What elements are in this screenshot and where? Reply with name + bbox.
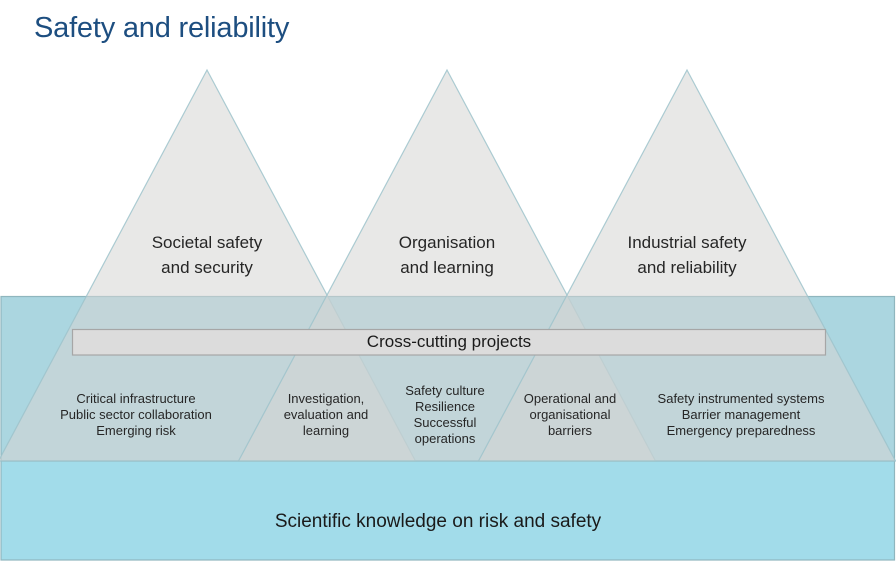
label-line: Industrial safety (627, 233, 747, 252)
topic-line: operations (414, 431, 476, 446)
submerged-topic-safety-culture: Safety culture Resilience Successful ope… (330, 383, 560, 447)
topic-line: Operational and (523, 391, 617, 406)
topic-line: Barrier management (681, 407, 801, 422)
topic-line: organisational (529, 407, 611, 422)
topic-line: Successful (413, 415, 477, 430)
cross-cutting-bar-label: Cross-cutting projects (366, 332, 532, 351)
topic-line: Safety instrumented systems (657, 391, 825, 406)
foundation-band-label: Scientific knowledge on risk and safety (274, 511, 602, 532)
topic-line: learning (302, 423, 350, 438)
label-line: and security (161, 258, 253, 277)
pyramid-label-industrial-safety: Industrial safety and reliability (567, 230, 807, 280)
label-line: Societal safety (151, 233, 263, 252)
topic-line: evaluation and (283, 407, 369, 422)
page-title: Safety and reliability (34, 12, 290, 44)
topic-line: Emerging risk (96, 423, 176, 438)
topic-line: Safety culture (405, 383, 485, 398)
topic-line: barriers (547, 423, 593, 438)
cross-cutting-bar (71, 328, 827, 356)
submerged-topic-societal: Critical infrastructure Public sector co… (21, 391, 251, 439)
topic-line: Critical infrastructure (76, 391, 196, 406)
pyramid-label-organisation-learning: Organisation and learning (327, 230, 567, 280)
label-line: and reliability (637, 258, 737, 277)
topic-line: Resilience (415, 399, 475, 414)
topic-line: Emergency preparedness (666, 423, 816, 438)
sea-lower-band (0, 460, 896, 561)
label-line: Organisation (398, 233, 496, 252)
topic-line: Public sector collaboration (60, 407, 212, 422)
submerged-topic-barriers: Operational and organisational barriers (455, 391, 685, 439)
label-line: and learning (400, 258, 494, 277)
pyramid-industrial-safety (477, 68, 896, 462)
topic-line: Investigation, (287, 391, 365, 406)
pyramid-label-societal-safety: Societal safety and security (87, 230, 327, 280)
submerged-topic-investigation: Investigation, evaluation and learning (211, 391, 441, 439)
submerged-topic-industrial: Safety instrumented systems Barrier mana… (626, 391, 856, 439)
